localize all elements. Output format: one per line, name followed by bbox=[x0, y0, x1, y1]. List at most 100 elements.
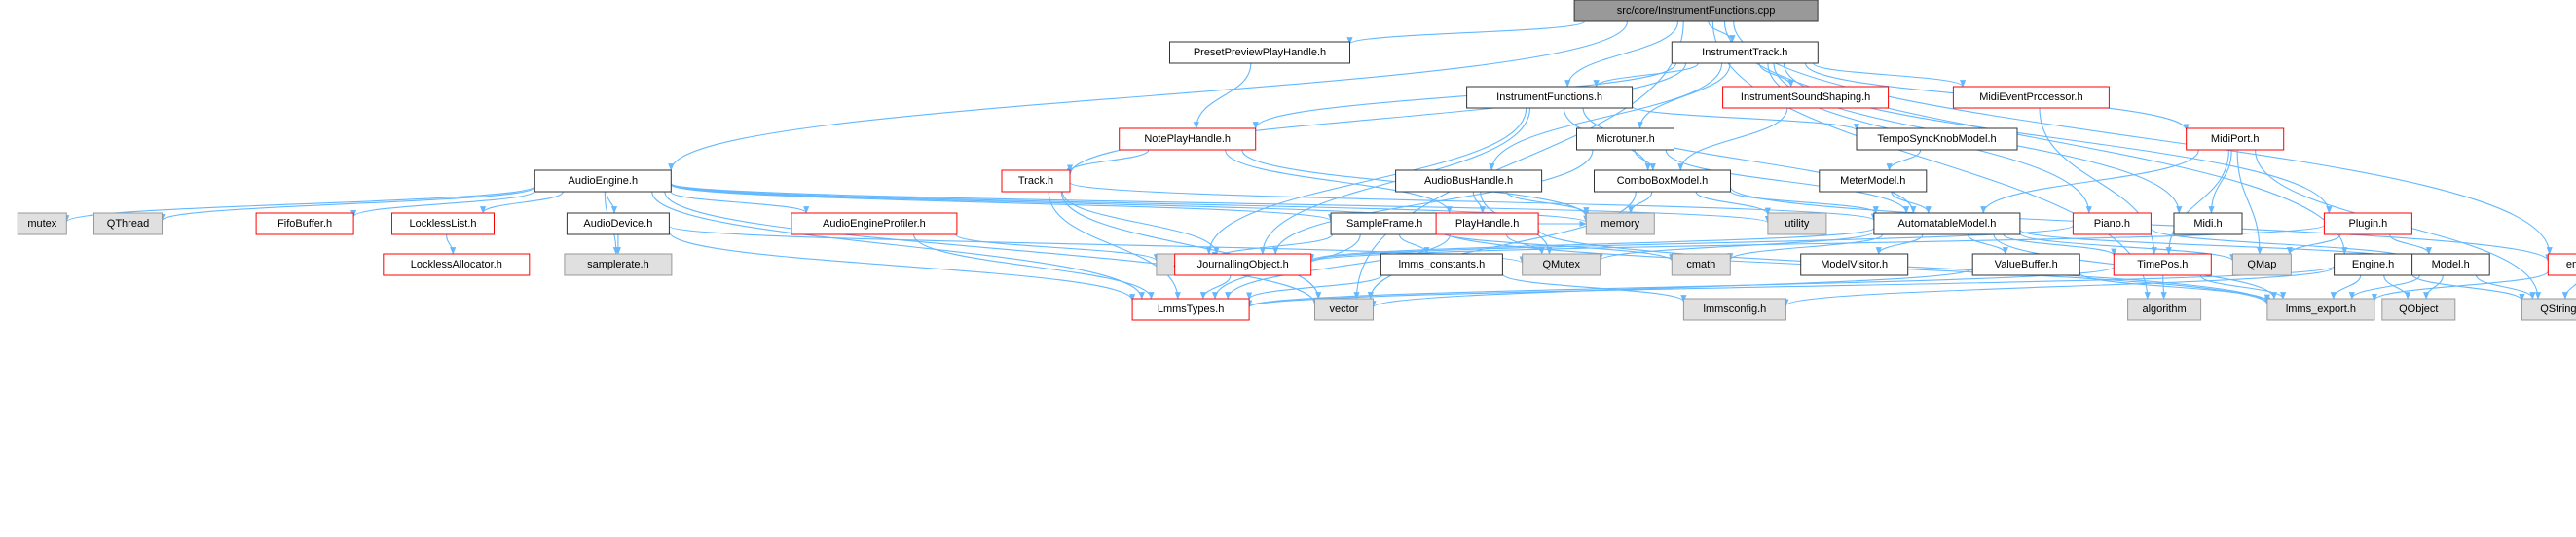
node-iss-box bbox=[1722, 86, 1890, 109]
edge-audioengine-to-mutex bbox=[63, 185, 535, 223]
node-root[interactable]: src/core/InstrumentFunctions.cpp bbox=[1573, 0, 1819, 22]
node-iss-label: InstrumentSoundShaping.h bbox=[1741, 91, 1870, 103]
node-ifunc-label: InstrumentFunctions.h bbox=[1496, 91, 1602, 103]
edge-aeprofiler-to-array bbox=[955, 233, 1159, 262]
node-qmutex-label: QMutex bbox=[1542, 259, 1580, 270]
node-memory: memory bbox=[1585, 212, 1655, 235]
node-modelvisitor[interactable]: ModelVisitor.h bbox=[1800, 253, 1909, 276]
node-playhandle[interactable]: PlayHandle.h bbox=[1435, 212, 1539, 235]
edge-root-to-embed bbox=[1733, 20, 2553, 255]
node-journalling[interactable]: JournallingObject.h bbox=[1174, 253, 1312, 276]
node-automatable[interactable]: AutomatableModel.h bbox=[1873, 212, 2021, 235]
node-lmmsconst[interactable]: lmms_constants.h bbox=[1380, 253, 1503, 276]
node-iss[interactable]: InstrumentSoundShaping.h bbox=[1722, 86, 1890, 109]
node-noteplay-box bbox=[1119, 127, 1257, 151]
node-modelvisitor-box bbox=[1800, 253, 1909, 276]
edge-valuebuffer-to-vector bbox=[1370, 268, 1973, 308]
node-itrack[interactable]: InstrumentTrack.h bbox=[1671, 41, 1819, 64]
edge-lmmsconst-to-lmmstypes bbox=[1246, 274, 1382, 301]
node-fifobuffer-box bbox=[255, 212, 354, 235]
edge-audioengine-to-lmmstypes bbox=[651, 191, 1145, 300]
edge-automatable-to-qmutex bbox=[1597, 231, 1875, 262]
node-lmmstypes[interactable]: LmmsTypes.h bbox=[1131, 298, 1250, 321]
node-mutex-box bbox=[17, 212, 67, 235]
edge-midiport-to-automatable bbox=[1980, 149, 2199, 214]
node-engine[interactable]: Engine.h bbox=[2334, 253, 2413, 276]
edge-sampleframe-to-lmmsconst bbox=[1398, 233, 1430, 255]
edge-root-to-itrack bbox=[1708, 20, 1736, 43]
node-qthread-box bbox=[93, 212, 163, 235]
edge-valuebuffer-to-lmmsexport bbox=[2079, 271, 2270, 303]
node-midiev-box bbox=[1952, 86, 2110, 109]
node-microtuner[interactable]: Microtuner.h bbox=[1576, 127, 1674, 151]
edge-model-to-lmmsexport bbox=[2348, 274, 2420, 300]
node-modelvisitor-label: ModelVisitor.h bbox=[1821, 259, 1888, 270]
node-algorithm-label: algorithm bbox=[2142, 304, 2186, 315]
edge-microtuner-to-combobox bbox=[1634, 149, 1656, 171]
node-lmmsexport-box bbox=[2266, 298, 2375, 321]
node-audiobus[interactable]: AudioBusHandle.h bbox=[1395, 169, 1543, 193]
node-metermodel[interactable]: MeterModel.h bbox=[1819, 169, 1928, 193]
node-metermodel-box bbox=[1819, 169, 1928, 193]
node-itrack-box bbox=[1671, 41, 1819, 64]
node-audiodevice[interactable]: AudioDevice.h bbox=[566, 212, 670, 235]
node-locklessalloc[interactable]: LocklessAllocator.h bbox=[383, 253, 531, 276]
node-sampleframe-label: SampleFrame.h bbox=[1346, 218, 1422, 230]
node-automatable-box bbox=[1873, 212, 2021, 235]
edge-midiport-to-timepos bbox=[2165, 149, 2229, 255]
node-audiodevice-label: AudioDevice.h bbox=[583, 218, 652, 230]
node-microtuner-box bbox=[1576, 127, 1674, 151]
node-embed[interactable]: embed.h bbox=[2547, 253, 2576, 276]
node-cmath-label: cmath bbox=[1686, 259, 1715, 270]
node-memory-label: memory bbox=[1601, 218, 1639, 230]
node-embed-box bbox=[2547, 253, 2576, 276]
edge-engine-to-qstring bbox=[2411, 273, 2525, 302]
edge-noteplay-to-track bbox=[1066, 149, 1150, 173]
node-track[interactable]: Track.h bbox=[1001, 169, 1071, 193]
node-vector-label: vector bbox=[1330, 304, 1359, 315]
node-valuebuffer[interactable]: ValueBuffer.h bbox=[1971, 253, 2080, 276]
node-audiobus-label: AudioBusHandle.h bbox=[1424, 175, 1513, 187]
node-preset[interactable]: PresetPreviewPlayHandle.h bbox=[1169, 41, 1350, 64]
node-audiodevice-box bbox=[566, 212, 670, 235]
node-sampleframe[interactable]: SampleFrame.h bbox=[1330, 212, 1439, 235]
node-journalling-label: JournallingObject.h bbox=[1197, 259, 1289, 270]
node-midiport[interactable]: MidiPort.h bbox=[2186, 127, 2285, 151]
node-aeprofiler[interactable]: AudioEngineProfiler.h bbox=[791, 212, 958, 235]
node-fifobuffer[interactable]: FifoBuffer.h bbox=[255, 212, 354, 235]
edge-midiport-to-midih bbox=[2208, 149, 2232, 214]
node-timepos[interactable]: TimePos.h bbox=[2113, 253, 2212, 276]
node-midiev[interactable]: MidiEventProcessor.h bbox=[1952, 86, 2110, 109]
node-piano[interactable]: Piano.h bbox=[2072, 212, 2152, 235]
node-automatable-label: AutomatableModel.h bbox=[1897, 218, 1996, 230]
node-midih[interactable]: Midi.h bbox=[2173, 212, 2243, 235]
node-cmath-box bbox=[1671, 253, 1731, 276]
node-lmmsconst-box bbox=[1380, 253, 1503, 276]
node-locklesslist[interactable]: LocklessList.h bbox=[391, 212, 495, 235]
edge-root-to-preset bbox=[1346, 20, 1586, 45]
node-mutex: mutex bbox=[17, 212, 67, 235]
node-qobject-label: QObject bbox=[2399, 304, 2438, 315]
node-plugin[interactable]: Plugin.h bbox=[2323, 212, 2412, 235]
node-ifunc-box bbox=[1466, 86, 1634, 109]
node-lmmstypes-label: LmmsTypes.h bbox=[1158, 304, 1224, 315]
node-valuebuffer-box bbox=[1971, 253, 2080, 276]
node-ifunc[interactable]: InstrumentFunctions.h bbox=[1466, 86, 1634, 109]
node-cmath: cmath bbox=[1671, 253, 1731, 276]
node-temposync[interactable]: TempoSyncKnobModel.h bbox=[1856, 127, 2018, 151]
node-metermodel-label: MeterModel.h bbox=[1840, 175, 1905, 187]
node-noteplay[interactable]: NotePlayHandle.h bbox=[1119, 127, 1257, 151]
node-track-label: Track.h bbox=[1018, 175, 1053, 187]
edge-root-to-ifunc bbox=[1564, 20, 1679, 88]
node-piano-box bbox=[2072, 212, 2152, 235]
node-model[interactable]: Model.h bbox=[2410, 253, 2490, 276]
node-audioengine[interactable]: AudioEngine.h bbox=[534, 169, 672, 193]
edge-ifunc-to-array bbox=[1205, 107, 1527, 255]
edge-itrack-to-noteplay bbox=[1252, 62, 1677, 129]
node-qmutex: QMutex bbox=[1522, 253, 1601, 276]
edge-midiport-to-qmap bbox=[2236, 149, 2263, 255]
edge-audioengine-to-locklesslist bbox=[480, 191, 564, 214]
node-root-box bbox=[1573, 0, 1819, 22]
edge-audioengine-to-audiodevice bbox=[606, 191, 618, 214]
node-combobox[interactable]: ComboBoxModel.h bbox=[1594, 169, 1731, 193]
